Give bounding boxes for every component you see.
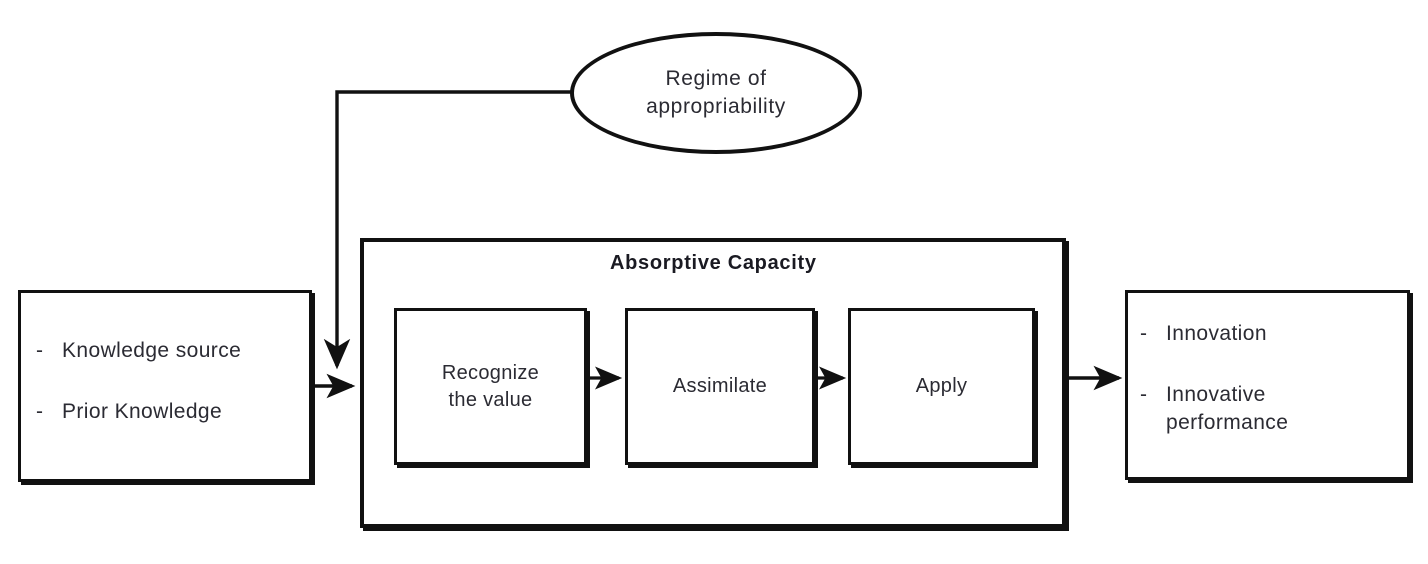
knowledge-inputs-list: - Knowledge source - Prior Knowledge [36,337,298,426]
bullet-dash-icon: - [1140,383,1148,407]
connector-moderator-to-process [323,90,572,370]
innovation-outcomes-list: - Innovation - Innovative performance [1140,320,1402,436]
absorptive-capacity-container[interactable] [360,238,1066,528]
innovative-performance-label: Innovative performance [1166,383,1289,434]
moderator-label-line2: appropriability [646,95,786,118]
bullet-dash-icon: - [1140,322,1148,345]
moderator-label-line1: Regime of [665,67,767,91]
innovation-outcomes-box[interactable] [1125,290,1410,480]
bullet-dash-icon: - [36,400,44,424]
absorptive-capacity-title: Absorptive Capacity [610,252,817,274]
assimilate-box[interactable]: Assimilate [625,308,815,465]
recognize-the-value-box[interactable]: Recognize the value [394,308,587,465]
list-item: - Innovative performance [1140,381,1402,436]
prior-knowledge-label: Prior Knowledge [62,400,223,424]
knowledge-source-label: Knowledge source [62,339,242,362]
innovation-label: Innovation [1166,322,1267,345]
apply-box[interactable]: Apply [848,308,1035,465]
knowledge-inputs-box[interactable] [18,290,312,482]
assimilate-label: Assimilate [672,375,768,397]
recognize-the-value-label: Recognize the value [441,361,540,411]
bullet-dash-icon: - [36,339,44,362]
list-item: - Prior Knowledge [36,398,298,425]
apply-label: Apply [915,375,968,397]
list-item: - Innovation [1140,320,1402,347]
list-item: - Knowledge source [36,337,298,364]
regime-of-appropriability-ellipse[interactable]: Regime of appropriability [570,32,862,154]
